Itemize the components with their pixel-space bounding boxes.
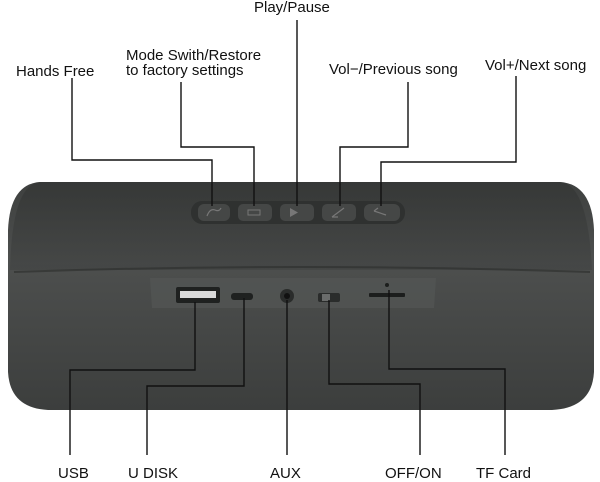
bottom-callout-lines <box>69 290 506 455</box>
mode-label-line2: to factory settings <box>126 62 244 79</box>
aux-label: AUX <box>270 465 301 482</box>
aux-port[interactable] <box>280 289 294 303</box>
top-callout-lines <box>71 20 517 206</box>
off-on-label: OFF/ON <box>385 465 442 482</box>
u-disk-label: U DISK <box>128 465 179 482</box>
off-on-callout-line <box>328 300 421 455</box>
mode-label-line1: Mode Swith/Restore <box>126 47 262 64</box>
vol-minus-button[interactable] <box>322 204 356 221</box>
mode-callout-line <box>180 82 255 206</box>
mode-button[interactable] <box>238 204 272 221</box>
tf-card-callout-line <box>388 290 506 455</box>
hands-free-callout-line <box>71 78 213 206</box>
usb-port[interactable] <box>176 287 220 303</box>
u-disk-port[interactable] <box>231 293 253 300</box>
vol-plus-button[interactable] <box>364 204 400 221</box>
play-pause-label: Play/Pause <box>254 0 330 16</box>
hands-free-button[interactable] <box>198 204 230 221</box>
speaker-front-edge <box>13 266 591 273</box>
tf-card-label: TF Card <box>476 465 532 482</box>
vol-plus-callout-line <box>380 76 517 206</box>
hands-free-label: Hands Free <box>16 63 95 80</box>
vol-minus-callout-line <box>339 82 409 206</box>
vol-minus-label: Vol−/Previous song <box>329 61 458 78</box>
indicator-dot <box>385 283 389 287</box>
vol-plus-label: Vol+/Next song <box>485 57 587 74</box>
usb-callout-line <box>69 302 196 455</box>
speaker-top-face <box>10 182 592 270</box>
tf-card-slot[interactable] <box>369 293 405 297</box>
usb-label: USB <box>58 465 89 482</box>
u-disk-callout-line <box>146 298 245 455</box>
play-pause-button[interactable] <box>280 204 314 221</box>
power-switch[interactable] <box>318 293 340 302</box>
